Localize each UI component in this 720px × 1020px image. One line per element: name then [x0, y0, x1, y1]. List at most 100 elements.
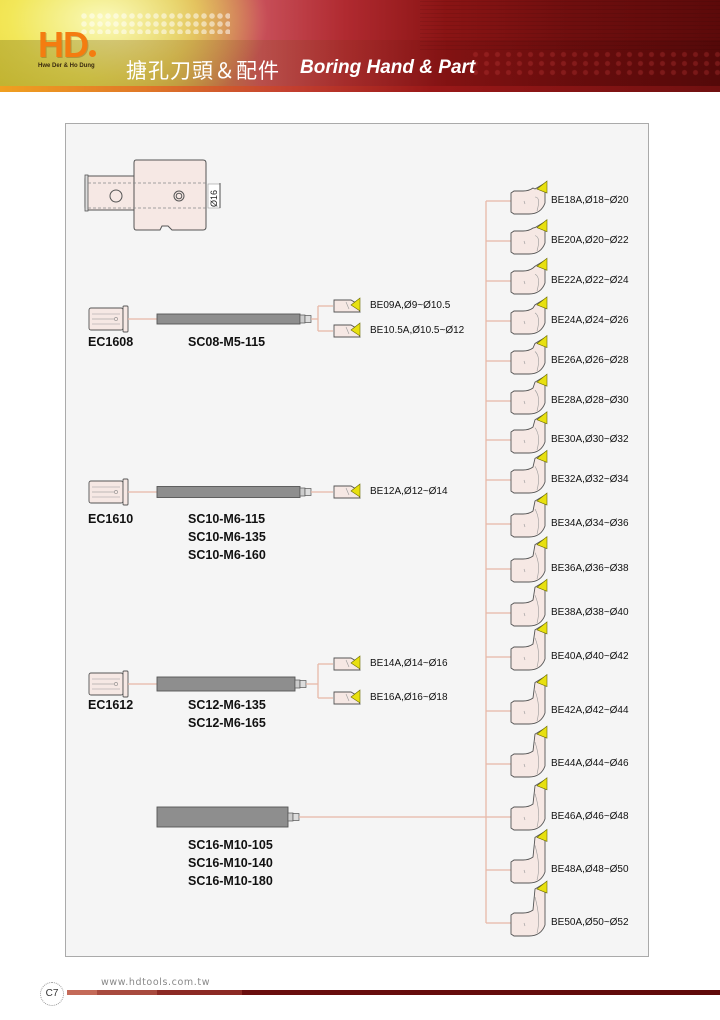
logo-text: HD — [38, 24, 89, 65]
shank-bar — [156, 806, 289, 828]
boring-head-icon — [510, 411, 548, 454]
boring-head-icon — [333, 483, 361, 499]
head-mark — [523, 763, 526, 768]
collet-slot-end — [114, 490, 118, 494]
shank-icon — [156, 806, 300, 828]
head-detail — [534, 235, 539, 252]
head-detail — [534, 508, 539, 535]
shank-neck — [287, 812, 294, 822]
boring-head-icon — [510, 219, 548, 255]
page-title-english: Boring Hand & Part — [300, 57, 476, 78]
collet-flange — [122, 670, 129, 698]
boring-head-icon — [510, 334, 548, 375]
head-mark — [523, 568, 526, 573]
page-header: HD Hwe Der & Ho Dung 搪孔刀頭＆配件 Boring Hand… — [0, 0, 720, 92]
shank-neck — [299, 487, 306, 497]
head-detail — [534, 196, 539, 212]
shank-neck — [299, 314, 306, 324]
head-detail — [534, 845, 539, 881]
holder-body — [133, 159, 207, 231]
head-mark — [523, 400, 526, 405]
boring-head-label: BE09A,Ø9~Ø10.5 — [370, 300, 451, 311]
boring-head-label: BE34A,Ø34~Ø36 — [551, 518, 629, 529]
head-detail — [345, 487, 350, 496]
boring-head-label: BE42A,Ø42~Ø44 — [551, 705, 629, 716]
head-mark — [523, 479, 526, 484]
collet-flange — [122, 305, 129, 333]
shank-icon — [156, 676, 307, 692]
boring-head-label: BE46A,Ø46~Ø48 — [551, 811, 629, 822]
insert-icon — [536, 492, 548, 506]
head-detail — [345, 693, 350, 702]
boring-head-label: BE12A,Ø12~Ø14 — [370, 486, 448, 497]
head-detail — [345, 301, 350, 310]
shank-thread — [304, 488, 312, 496]
boring-head-label: BE32A,Ø32~Ø34 — [551, 474, 629, 485]
boring-head-icon — [510, 673, 548, 725]
boring-head-icon — [333, 322, 361, 338]
boring-head-label: BE22A,Ø22~Ø24 — [551, 275, 629, 286]
boring-head-label: BE38A,Ø38~Ø40 — [551, 607, 629, 618]
collet-icon — [88, 478, 129, 506]
insert-icon — [536, 180, 548, 194]
head-detail — [345, 326, 350, 335]
boring-head-icon — [333, 689, 361, 705]
insert-icon — [536, 880, 548, 894]
shank-bar — [156, 676, 296, 692]
boring-head-label: BE26A,Ø26~Ø28 — [551, 355, 629, 366]
boring-head-label: BE40A,Ø40~Ø42 — [551, 651, 629, 662]
boring-head-label: BE36A,Ø36~Ø38 — [551, 563, 629, 574]
head-mark — [523, 523, 526, 528]
shank-label: SC12-M6-135 — [188, 698, 266, 712]
head-mark — [523, 240, 526, 245]
insert-icon — [536, 449, 548, 463]
insert-icon — [350, 297, 361, 312]
holder-screw-outer — [173, 190, 185, 202]
shank-icon — [156, 313, 312, 325]
head-detail — [534, 389, 539, 412]
collet-flange — [122, 478, 129, 506]
insert-icon — [350, 655, 361, 670]
boring-head-icon — [510, 492, 548, 538]
head-detail — [345, 659, 350, 668]
insert-icon — [350, 322, 361, 337]
head-detail — [534, 896, 539, 934]
shank-thread — [304, 315, 312, 323]
collet-slot-end — [114, 682, 118, 686]
head-detail — [534, 742, 539, 775]
insert-icon — [536, 673, 548, 687]
footer-url[interactable]: www.hdtools.com.tw — [101, 977, 211, 988]
page-title-chinese: 搪孔刀頭＆配件 — [126, 59, 280, 83]
shank-bar — [156, 486, 301, 498]
insert-icon — [536, 777, 548, 791]
head-body — [510, 882, 546, 937]
insert-icon — [536, 257, 548, 271]
shank-label: SC12-M6-165 — [188, 716, 266, 730]
head-detail — [534, 595, 539, 624]
shank-label: SC16-M10-180 — [188, 874, 273, 888]
collet-icon — [88, 670, 129, 698]
boring-head-icon — [510, 578, 548, 627]
insert-icon — [536, 296, 548, 310]
shank-label: SC16-M10-140 — [188, 856, 273, 870]
head-detail — [534, 637, 539, 668]
collet-label: EC1612 — [88, 698, 134, 712]
page-number: C7 — [40, 982, 64, 1006]
boring-holder-icon — [84, 159, 221, 231]
boring-head-label: BE44A,Ø44~Ø46 — [551, 758, 629, 769]
boring-head-label: BE28A,Ø28~Ø30 — [551, 395, 629, 406]
holder-pin-hole — [109, 189, 123, 203]
head-detail — [534, 427, 539, 451]
insert-icon — [536, 828, 548, 842]
boring-head-label: BE10.5A,Ø10.5~Ø12 — [370, 325, 465, 336]
shank-label: SC10-M6-135 — [188, 530, 266, 544]
boring-head-label: BE48A,Ø48~Ø50 — [551, 864, 629, 875]
boring-head-icon — [510, 373, 548, 415]
insert-icon — [536, 536, 548, 550]
boring-head-label: BE20A,Ø20~Ø22 — [551, 235, 629, 246]
logo-dot — [89, 50, 96, 57]
head-detail — [534, 312, 539, 332]
insert-icon — [536, 578, 548, 592]
insert-icon — [350, 689, 361, 704]
